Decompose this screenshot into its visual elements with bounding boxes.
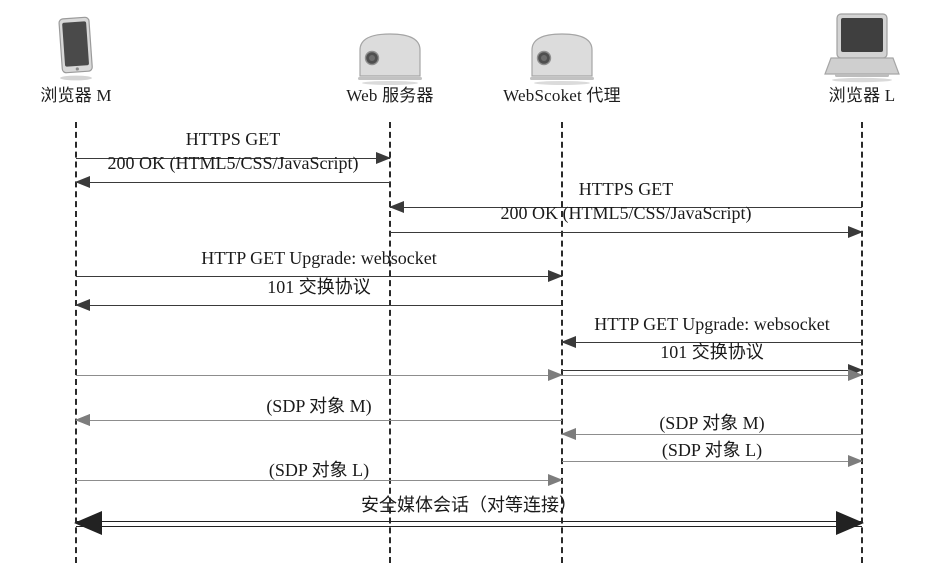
message-label: HTTPS GET — [578, 179, 674, 199]
arrow-shaft — [390, 207, 862, 208]
arrow-shaft — [562, 375, 862, 376]
actor-ws-proxy: WebScoket 代理 — [472, 8, 652, 106]
message-label: 101 交换协议 — [660, 342, 764, 362]
arrow-shaft — [76, 375, 562, 376]
arrow-shaft — [76, 480, 562, 481]
arrow-head-right — [548, 369, 563, 381]
arrow-shaft — [562, 342, 862, 343]
arrow-head-right — [848, 369, 863, 381]
message-label: (SDP 对象 M) — [659, 413, 765, 433]
server-icon — [300, 8, 480, 86]
lifeline-web-server — [389, 122, 391, 563]
actor-browser-m: 浏览器 M — [0, 8, 166, 106]
arrow-shaft — [76, 420, 562, 421]
arrow-head-left — [561, 428, 576, 440]
lifeline-browser-m — [75, 122, 77, 563]
message-label: 200 OK (HTML5/CSS/JavaScript) — [500, 203, 752, 223]
server-icon — [472, 8, 652, 86]
message-label: HTTP GET Upgrade: websocket — [594, 314, 830, 334]
actor-web-server: Web 服务器 — [300, 8, 480, 106]
message-label: HTTPS GET — [185, 129, 281, 149]
arrow-shaft — [76, 182, 390, 183]
arrow-head-right — [376, 152, 391, 164]
actor-label: WebScoket 代理 — [503, 86, 621, 105]
arrow-shaft — [390, 232, 862, 233]
arrow-shaft — [76, 276, 562, 277]
message-label: 101 交换协议 — [267, 277, 371, 297]
arrow-head-right — [548, 474, 563, 486]
arrow-head-left — [75, 414, 90, 426]
arrow-shaft — [562, 461, 862, 462]
arrow-shaft — [76, 521, 862, 527]
message-label: 安全媒体会话（对等连接） — [361, 495, 577, 515]
arrow-head-left — [389, 201, 404, 213]
arrow-head-right — [848, 455, 863, 467]
arrow-head-right — [848, 226, 863, 238]
arrow-shaft — [562, 370, 862, 371]
arrow-shaft — [562, 434, 862, 435]
actor-label: 浏览器 L — [828, 86, 896, 105]
laptop-icon — [772, 8, 937, 86]
message-label: (SDP 对象 L) — [268, 460, 370, 480]
arrow-head-left — [75, 299, 90, 311]
actor-label: 浏览器 M — [40, 86, 112, 105]
arrow-shaft — [76, 158, 390, 159]
lifeline-browser-l — [861, 122, 863, 563]
arrow-head-left — [75, 176, 90, 188]
arrow-head-right — [548, 270, 563, 282]
message-label: HTTP GET Upgrade: websocket — [201, 248, 437, 268]
actor-label: Web 服务器 — [346, 86, 434, 105]
arrow-shaft — [76, 305, 562, 306]
message-label: 200 OK (HTML5/CSS/JavaScript) — [107, 153, 359, 173]
arrow-head-left — [74, 511, 102, 535]
message-label: (SDP 对象 L) — [661, 440, 763, 460]
tablet-icon — [0, 8, 166, 86]
arrow-head-left — [561, 336, 576, 348]
arrow-head-right — [836, 511, 864, 535]
actor-browser-l: 浏览器 L — [772, 8, 937, 106]
message-label: (SDP 对象 M) — [266, 396, 372, 416]
